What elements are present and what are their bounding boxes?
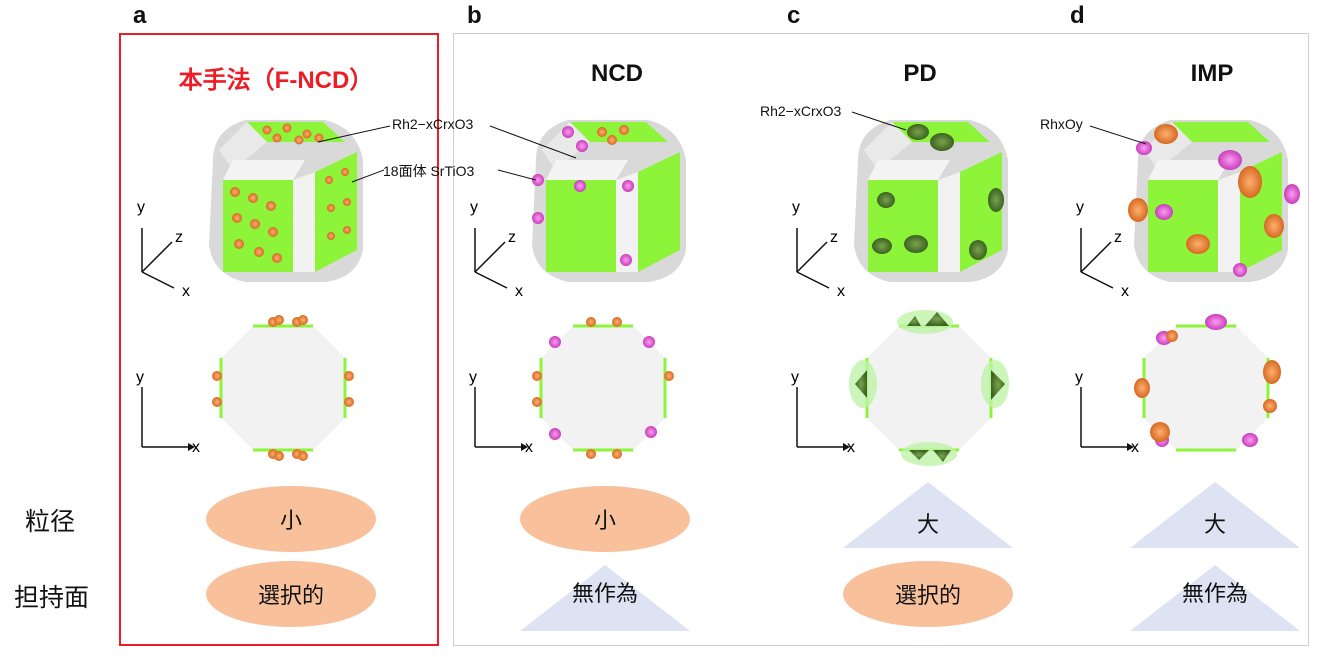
triangle-shape <box>843 482 1013 548</box>
axes-2d-d <box>1080 386 1135 452</box>
crystal-c <box>854 120 1008 282</box>
face-badge-b-text: 無作為 <box>571 582 638 607</box>
svg-text:z: z <box>830 229 838 246</box>
svg-text:y: y <box>469 369 477 386</box>
title-pd: PD <box>903 60 937 87</box>
size-badge-a: 小 <box>206 486 376 552</box>
svg-text:y: y <box>792 199 800 216</box>
face-badge-d-text: 無作為 <box>1181 582 1248 607</box>
svg-text:x: x <box>837 283 845 300</box>
axes-2d-a <box>141 386 196 452</box>
svg-text:z: z <box>508 229 516 246</box>
svg-text:y: y <box>791 369 799 386</box>
triangle-shape <box>1130 565 1300 631</box>
section-c <box>849 310 1009 466</box>
row-label-particle-size: 粒径 <box>25 507 76 536</box>
title-imp: IMP <box>1190 60 1234 87</box>
frame-comparison-methods <box>453 33 1309 646</box>
section-b <box>532 317 674 459</box>
size-badge-d-text: 大 <box>1203 513 1226 538</box>
svg-text:x: x <box>525 439 533 456</box>
svg-text:y: y <box>1076 199 1084 216</box>
panel-letter-d: d <box>1070 2 1085 29</box>
svg-text:z: z <box>175 229 183 246</box>
label-rh-cr-oxide-a: Rh2−xCrxO3 <box>392 116 474 132</box>
svg-text:y: y <box>470 199 478 216</box>
crystal-d <box>1128 120 1300 282</box>
svg-text:x: x <box>1121 283 1129 300</box>
size-badge-a-text: 小 <box>279 509 302 534</box>
face-badge-a: 選択的 <box>206 561 376 627</box>
svg-text:x: x <box>182 283 190 300</box>
title-f-ncd: 本手法（F-NCD） <box>178 67 374 94</box>
axes-3d-c <box>796 227 830 289</box>
size-badge-c: 大 <box>843 482 1013 548</box>
face-badge-d: 無作為 <box>1130 565 1300 631</box>
axes-3d-b <box>474 227 508 289</box>
frame-selected-method <box>119 33 439 646</box>
label-srtio3: 18面体 SrTiO3 <box>383 163 475 179</box>
svg-text:z: z <box>1114 229 1122 246</box>
svg-text:y: y <box>136 369 144 386</box>
svg-text:y: y <box>1075 369 1083 386</box>
axes-2d-b <box>474 386 529 452</box>
triangle-shape <box>520 565 690 631</box>
triangle-shape <box>1130 482 1300 548</box>
face-badge-a-text: 選択的 <box>257 584 324 609</box>
size-badge-b-text: 小 <box>593 509 616 534</box>
size-badge-c-text: 大 <box>916 513 939 538</box>
size-badge-d: 大 <box>1130 482 1300 548</box>
svg-text:y: y <box>137 199 145 216</box>
svg-text:x: x <box>515 283 523 300</box>
crystal-b <box>532 120 686 282</box>
axes-3d-a <box>141 227 175 289</box>
label-rh-cr-oxide-c: Rh2−xCrxO3 <box>760 103 842 119</box>
svg-text:x: x <box>1131 439 1139 456</box>
panel-letter-c: c <box>787 2 801 29</box>
crystal-a <box>209 120 363 282</box>
label-rh-oxide: RhxOy <box>1040 116 1083 132</box>
row-label-loading-face: 担持面 <box>14 583 90 612</box>
face-badge-b: 無作為 <box>520 565 690 631</box>
title-ncd: NCD <box>591 60 643 87</box>
panel-letter-b: b <box>467 2 482 29</box>
section-d <box>1134 314 1281 452</box>
face-badge-c: 選択的 <box>843 561 1013 627</box>
section-a <box>212 315 354 461</box>
face-badge-c-text: 選択的 <box>894 584 961 609</box>
size-badge-b: 小 <box>520 486 690 552</box>
axes-3d-d <box>1080 227 1114 289</box>
svg-text:x: x <box>192 439 200 456</box>
panel-letter-a: a <box>133 2 147 29</box>
svg-text:x: x <box>847 439 855 456</box>
axes-2d-c <box>796 386 851 452</box>
